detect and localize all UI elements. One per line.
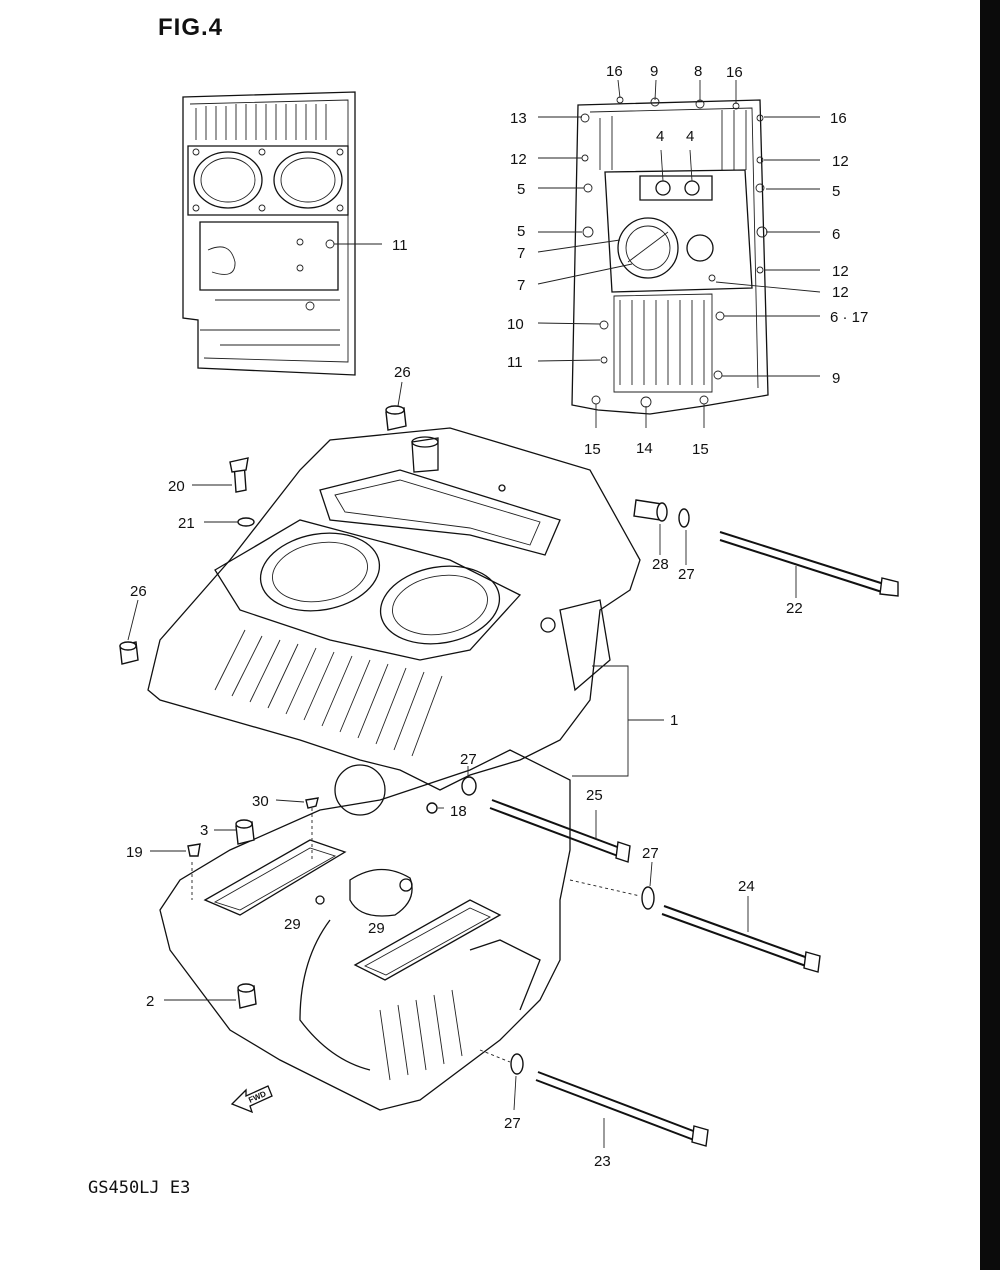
callout-label: 27 [460, 751, 477, 768]
callout-label: 5 [517, 181, 525, 198]
callout-label: 15 [584, 441, 601, 458]
callout-label: 20 [168, 478, 185, 495]
callout-label: 12 [832, 263, 849, 280]
callout-label: 28 [652, 556, 669, 573]
model-code: GS450LJ E3 [88, 1178, 191, 1198]
callout-label: 26 [394, 364, 411, 381]
callout-label: 24 [738, 878, 755, 895]
callout-label: 11 [507, 354, 523, 371]
callout-label: 5 [832, 183, 840, 200]
forward-arrow-icon: FWD [230, 1085, 273, 1114]
callout-label: 12 [832, 284, 849, 301]
callout-label: 7 [517, 245, 525, 262]
callout-label: 23 [594, 1153, 611, 1170]
callout-label: 3 [200, 822, 208, 839]
callout-label: 8 [694, 63, 702, 80]
callout-label: 4 [686, 128, 694, 145]
main-callouts: 26 20 21 26 28 27 22 1 27 18 30 3 19 25 … [126, 364, 803, 1170]
inset-upper-case-top-view: 11 [182, 91, 408, 376]
callout-label: 14 [636, 440, 653, 457]
callout-label: 4 [656, 128, 664, 145]
callout-label: 21 [178, 515, 195, 532]
callout-label: 1 [670, 712, 678, 729]
callout-label: 27 [504, 1115, 521, 1132]
callout-label: 27 [678, 566, 695, 583]
callout-label: 12 [832, 153, 849, 170]
callout-label: 19 [126, 844, 143, 861]
callout-label: 10 [507, 316, 524, 333]
inset-lower-case-bottom-view: 13 12 5 5 7 7 10 11 16 12 5 6 12 12 6 · … [507, 63, 868, 458]
scan-edge-bar [980, 0, 1000, 1270]
callout-label: 7 [517, 277, 525, 294]
callout-label: 12 [510, 151, 527, 168]
callout-label: 27 [642, 845, 659, 862]
callout-label: 2 [146, 993, 154, 1010]
callout-label: 16 [830, 110, 847, 127]
figure-title: FIG.4 [158, 14, 224, 41]
callout-label: 9 [832, 370, 840, 387]
leader-lines [127, 381, 797, 1148]
callout-label: 6 · 17 [830, 309, 868, 326]
callout-label: 16 [726, 64, 743, 81]
callout-label: 25 [586, 787, 603, 804]
callout-label: 29 [368, 920, 385, 937]
callout-label: 13 [510, 110, 527, 127]
callout-label: 26 [130, 583, 147, 600]
callout-label: 30 [252, 793, 269, 810]
callout-label: 11 [392, 237, 408, 254]
small-parts [119, 405, 899, 1147]
callout-label: 16 [606, 63, 623, 80]
callout-label: 29 [284, 916, 301, 933]
callout-label: 15 [692, 441, 709, 458]
callout-label: 9 [650, 63, 658, 80]
lower-crankcase [159, 749, 571, 1111]
upper-crankcase [147, 427, 641, 791]
callout-label: 22 [786, 600, 803, 617]
callout-label: 18 [450, 803, 467, 820]
callout-label: 5 [517, 223, 525, 240]
callout-label: 6 [832, 226, 840, 243]
